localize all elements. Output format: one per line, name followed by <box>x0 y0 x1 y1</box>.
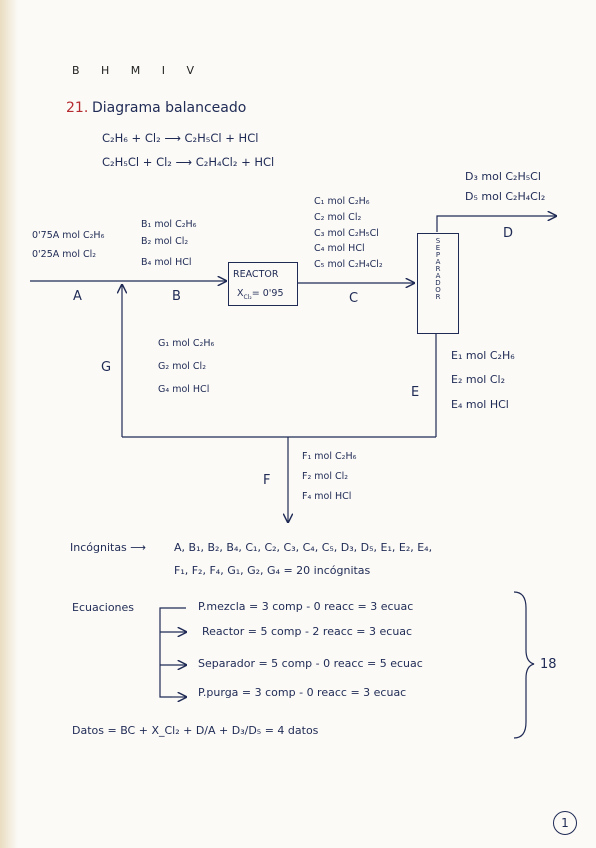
stream-label-d: D <box>503 226 514 241</box>
reaction-2: C₂H₅Cl + Cl₂ ⟶ C₂H₄Cl₂ + HCl <box>102 155 275 169</box>
equation-row-separador: Separador = 5 comp - 0 reacc = 5 ecuac <box>198 657 423 670</box>
stream-c-comp-5: C₅ mol C₂H₄Cl₂ <box>314 259 383 270</box>
stream-b-comp-2: B₂ mol Cl₂ <box>141 236 189 247</box>
stream-label-e: E <box>411 385 420 400</box>
datos-line: Datos = BC + X_Cl₂ + D/A + D₃/D₅ = 4 dat… <box>72 724 319 737</box>
stream-f-comp-1: F₁ mol C₂H₆ <box>302 451 357 462</box>
paper-edge-stain <box>0 0 18 848</box>
stream-d-comp-2: D₅ mol C₂H₄Cl₂ <box>465 190 546 203</box>
header-letters: B H M I V <box>72 64 204 77</box>
stream-g-comp-2: G₂ mol Cl₂ <box>158 361 206 372</box>
stream-a-comp-2: 0'25A mol Cl₂ <box>32 249 97 260</box>
unknowns-label: Incógnitas ⟶ <box>70 541 147 554</box>
equation-row-reactor: Reactor = 5 comp - 2 reacc = 3 ecuac <box>202 625 413 638</box>
stream-e-comp-2: E₂ mol Cl₂ <box>451 373 506 386</box>
stream-label-g: G <box>101 360 112 375</box>
stream-label-c: C <box>349 291 359 306</box>
equation-row-mezcla: P.mezcla = 3 comp - 0 reacc = 3 ecuac <box>198 600 414 613</box>
problem-title: Diagrama balanceado <box>92 100 247 116</box>
separator-label: SEPARADOR <box>435 237 441 301</box>
stream-c-comp-4: C₄ mol HCl <box>314 243 365 254</box>
stream-a-comp-1: 0'75A mol C₂H₆ <box>32 230 105 241</box>
stream-c-comp-1: C₁ mol C₂H₆ <box>314 196 370 207</box>
problem-number: 21. <box>66 100 89 116</box>
equations-label: Ecuaciones <box>72 601 135 614</box>
unknowns-line-2: F₁, F₂, F₄, G₁, G₂, G₄ = 20 incógnitas <box>174 564 371 577</box>
reactor-box: REACTOR XCl₂= 0'95 <box>228 262 298 306</box>
stream-label-a: A <box>73 289 82 304</box>
unknowns-line-1: A, B₁, B₂, B₄, C₁, C₂, C₃, C₄, C₅, D₃, D… <box>174 541 433 554</box>
stream-c-comp-3: C₃ mol C₂H₅Cl <box>314 228 379 239</box>
reactor-label: REACTOR <box>233 269 279 280</box>
stream-d-comp-1: D₃ mol C₂H₅Cl <box>465 170 541 183</box>
stream-label-b: B <box>172 289 181 304</box>
page-number: 1 <box>553 811 577 835</box>
reaction-1: C₂H₆ + Cl₂ ⟶ C₂H₅Cl + HCl <box>102 131 259 145</box>
equations-total: 18 <box>540 657 557 672</box>
stream-e-comp-3: E₄ mol HCl <box>451 398 509 411</box>
separator-box: SEPARADOR <box>417 233 459 334</box>
stream-f-comp-3: F₄ mol HCl <box>302 491 352 502</box>
stream-b-comp-3: B₄ mol HCl <box>141 257 192 268</box>
reactor-conversion: XCl₂= 0'95 <box>237 288 284 301</box>
stream-e-comp-1: E₁ mol C₂H₆ <box>451 349 515 362</box>
stream-f-comp-2: F₂ mol Cl₂ <box>302 471 349 482</box>
stream-g-comp-3: G₄ mol HCl <box>158 384 210 395</box>
equation-row-purga: P.purga = 3 comp - 0 reacc = 3 ecuac <box>198 686 407 699</box>
stream-label-f: F <box>263 473 271 488</box>
stream-g-comp-1: G₁ mol C₂H₆ <box>158 338 215 349</box>
stream-c-comp-2: C₂ mol Cl₂ <box>314 212 362 223</box>
stream-b-comp-1: B₁ mol C₂H₆ <box>141 219 197 230</box>
